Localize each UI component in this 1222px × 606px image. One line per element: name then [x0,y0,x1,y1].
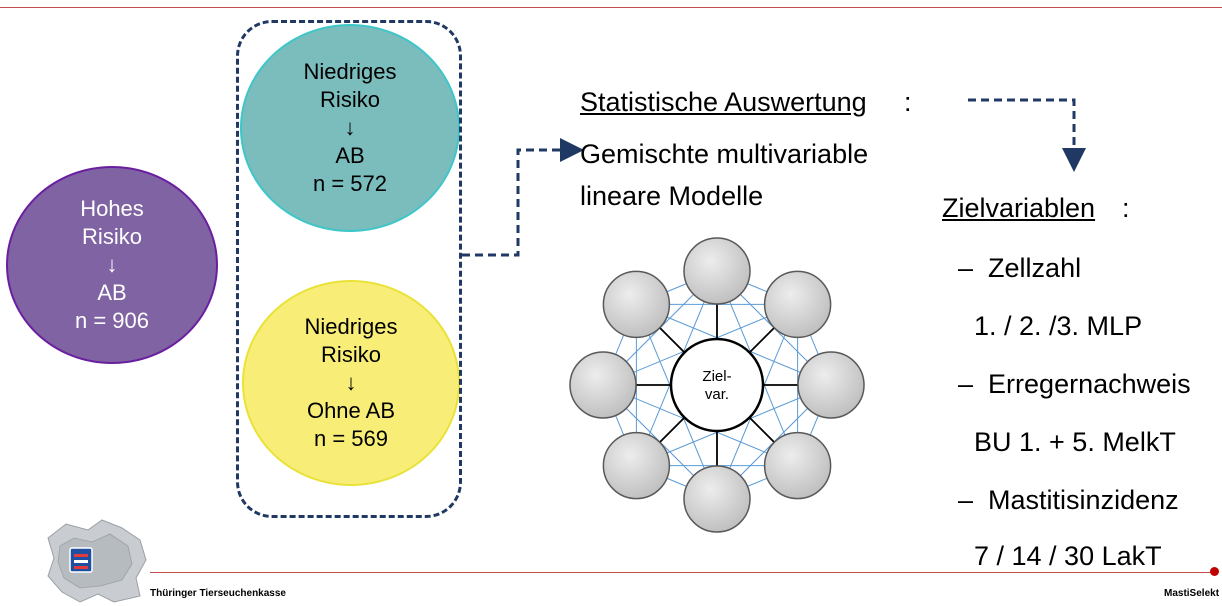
network-node-8 [602,270,671,339]
low-risk-no-ab-line3: Ohne AB [306,398,396,423]
targets-title: Zielvariablen [942,193,1096,223]
footer-organization: Thüringer Tierseuchenkasse [150,588,286,599]
target-item-1: – Zellzahl [958,250,1081,286]
title-to-targets-connector [968,98,1086,172]
bullet-dash-icon: – [958,369,974,399]
high-risk-count: n = 906 [74,308,149,333]
low-risk-no-ab-line1: Niedriges [304,314,398,339]
low-risk-ab-group-circle: Niedriges Risiko ↓ AB n = 572 [240,24,460,232]
bullet-dash-icon: – [958,485,974,515]
target-name-2: Erregernachweis [988,369,1191,399]
bottom-divider [150,572,1217,573]
targets-title-suffix: : [1122,193,1130,223]
target-detail-3: 7 / 14 / 30 LakT [974,541,1162,571]
red-dot-marker [1210,567,1219,576]
target-detail-2: BU 1. + 5. MelkT [974,427,1176,457]
bullet-dash-icon: – [958,253,974,283]
network-node-1 [683,237,751,305]
target-name-3: Mastitisinzidenz [988,485,1179,515]
low-risk-no-ab-line2: Risiko [321,342,381,367]
down-arrow-icon: ↓ [344,115,356,140]
analysis-title: Statistische Auswertung [580,87,867,117]
high-risk-line1: Hohes [80,196,144,221]
low-risk-ab-count: n = 572 [312,171,387,196]
network-node-5 [683,465,751,533]
low-risk-groups-dashed-frame [236,20,462,518]
model-line2: lineare Modelle [580,181,764,211]
coat-of-arms-icon [69,547,93,573]
frame-to-model-connector [462,138,584,257]
network-node-6 [602,431,671,500]
thuringia-map-logo [47,519,147,603]
high-risk-group-circle: Hohes Risiko ↓ AB n = 906 [6,166,218,364]
network-node-4 [763,431,832,500]
target-name-1: Zellzahl [988,253,1082,283]
network-node-3 [797,351,865,419]
down-arrow-icon: ↓ [106,252,118,277]
low-risk-no-ab-group-circle: Niedriges Risiko ↓ Ohne AB n = 569 [242,280,460,486]
target-detail-1: 1. / 2. /3. MLP [974,311,1143,341]
target-item-3: – Mastitisinzidenz [958,482,1179,518]
low-risk-ab-line1: Niedriges [303,59,397,84]
target-variable-node: Ziel- var. [669,337,765,433]
center-label-line2: var. [705,386,729,403]
network-node-7 [569,351,637,419]
high-risk-line2: Risiko [82,224,142,249]
center-label-line1: Ziel- [702,368,731,385]
low-risk-ab-line3: AB [335,143,365,168]
network-nodes [569,237,865,533]
footer-project: MastiSelekt [1164,588,1220,599]
down-arrow-icon: ↓ [345,370,357,395]
network-node-2 [763,270,832,339]
low-risk-no-ab-count: n = 569 [313,426,388,451]
target-item-2: – Erregernachweis [958,366,1191,402]
analysis-title-suffix: : [904,87,912,117]
high-risk-line3: AB [97,280,127,305]
low-risk-ab-line2: Risiko [320,87,380,112]
top-divider [0,7,1222,8]
model-line1: Gemischte multivariable [580,139,869,169]
